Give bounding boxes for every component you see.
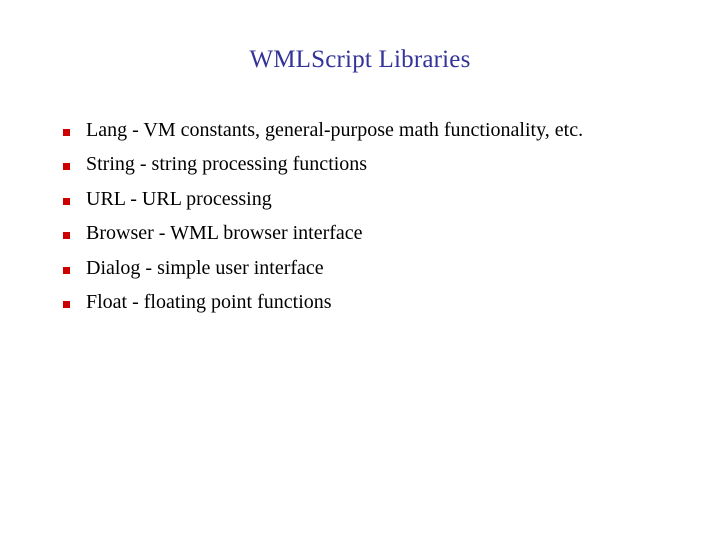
list-item-label: Dialog - simple user interface xyxy=(86,256,324,279)
list-item-label: Lang - VM constants, general-purpose mat… xyxy=(86,119,584,141)
list-item: Dialog - simple user interface xyxy=(56,251,656,285)
list-item: Lang - VM constants, general-purpose mat… xyxy=(56,113,656,147)
square-bullet-icon xyxy=(63,301,70,309)
bullet-list: Lang - VM constants, general-purpose mat… xyxy=(56,113,656,319)
list-item: Float - floating point functions xyxy=(56,285,656,319)
list-item: String - string processing functions xyxy=(56,147,656,181)
square-bullet-icon xyxy=(63,266,70,274)
list-item-label: String - string processing functions xyxy=(86,153,368,176)
list-item: Browser - WML browser interface xyxy=(56,216,656,250)
square-bullet-icon xyxy=(63,197,70,205)
list-item: URL - URL processing xyxy=(56,182,656,216)
list-item-label: Browser - WML browser interface xyxy=(86,222,363,245)
slide-title: WMLScript Libraries xyxy=(249,46,471,73)
list-item-label: Float - floating point functions xyxy=(86,291,332,314)
square-bullet-icon xyxy=(63,232,70,240)
square-bullet-icon xyxy=(63,129,70,136)
square-bullet-icon xyxy=(63,163,70,171)
list-item-label: URL - URL processing xyxy=(86,187,272,210)
